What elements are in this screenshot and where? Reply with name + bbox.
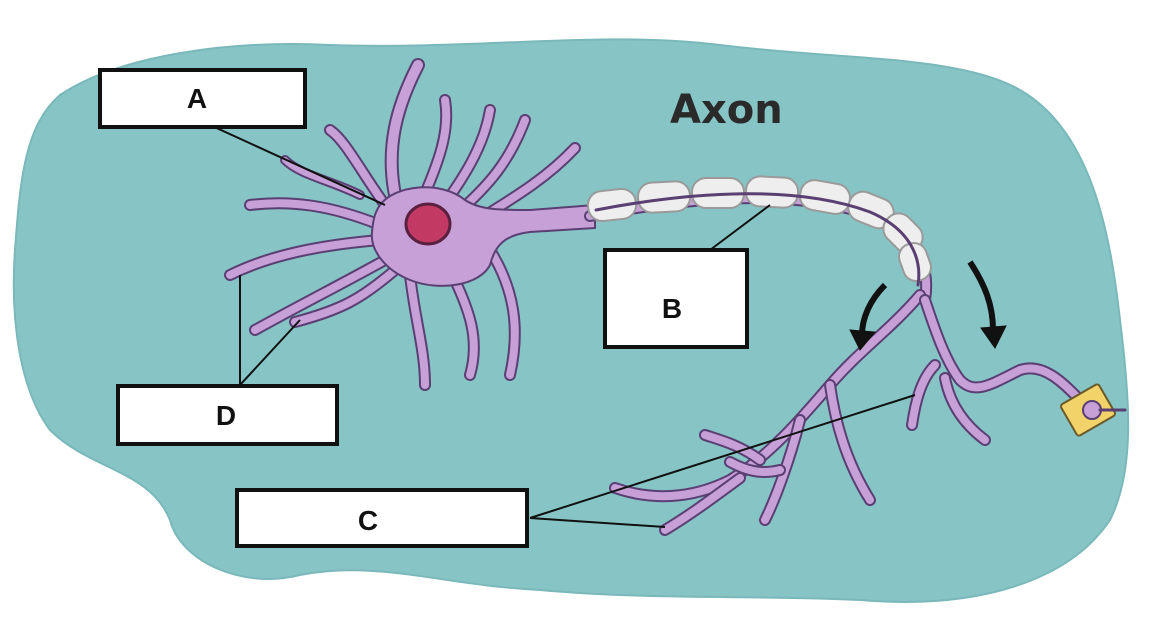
label-b-text: B xyxy=(662,293,682,324)
diagram-title: Axon xyxy=(670,87,783,133)
label-box-d[interactable]: D xyxy=(116,384,339,446)
label-a-text: A xyxy=(187,83,207,114)
label-box-b[interactable]: B xyxy=(603,248,749,349)
label-box-c[interactable]: C xyxy=(235,488,529,548)
label-c-text: C xyxy=(358,505,378,536)
label-d-text: D xyxy=(216,400,236,431)
synapse-terminal xyxy=(1060,383,1127,437)
label-box-a[interactable]: A xyxy=(98,68,307,129)
direction-arrows xyxy=(849,260,1007,351)
curved-arrow-icon xyxy=(967,260,996,331)
leader-lines xyxy=(209,124,916,528)
nucleus xyxy=(404,202,452,246)
